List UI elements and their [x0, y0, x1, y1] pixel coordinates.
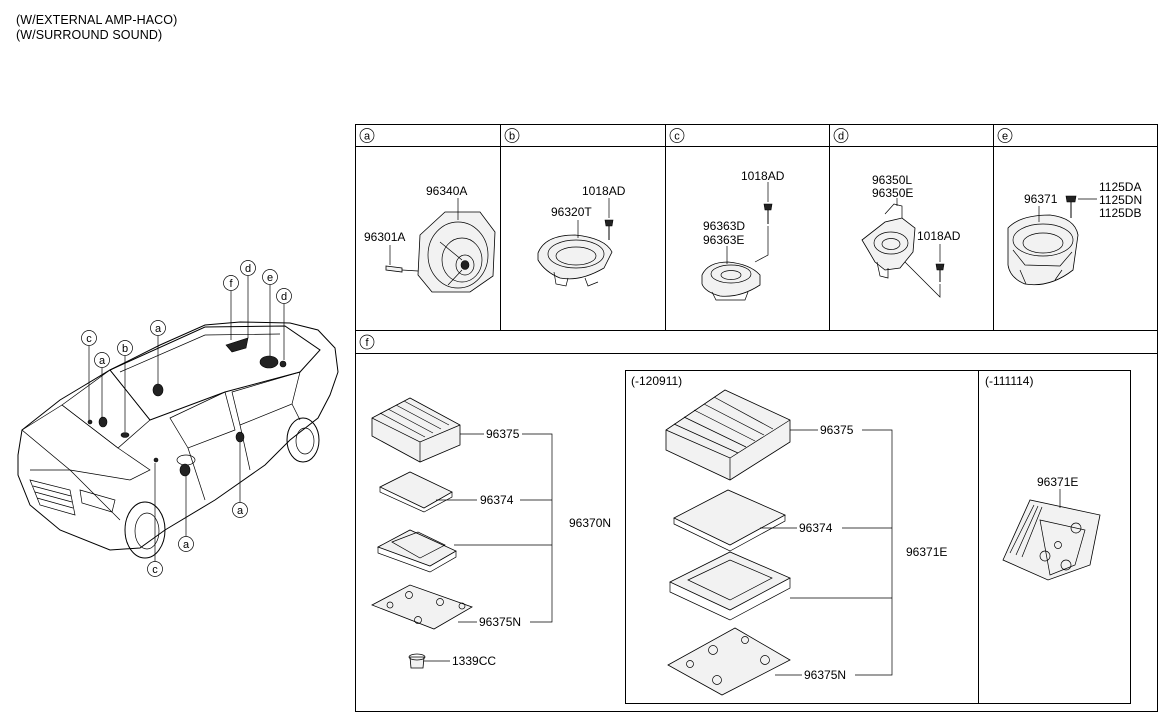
car-illustration	[17, 321, 339, 559]
label-1018AD-b: 1018AD	[582, 184, 626, 198]
label-96371: 96371	[1024, 192, 1058, 206]
parts-table-frame	[355, 124, 1158, 712]
label-1125DB: 1125DB	[1099, 206, 1141, 220]
label-1018AD-c: 1018AD	[741, 169, 785, 183]
car-callout-e: e	[267, 272, 273, 284]
label-96374-left: 96374	[480, 493, 514, 507]
label-96375-mid: 96375	[820, 423, 854, 437]
car-callout-b: b	[122, 343, 128, 355]
speaker-96320T	[537, 234, 613, 280]
car-callout-c2: c	[152, 564, 158, 576]
car-callout-a3: a	[183, 539, 190, 551]
car-callout-f: f	[229, 278, 233, 290]
label-96370N: 96370N	[569, 516, 611, 530]
section-letter-c: c	[674, 131, 680, 143]
label-1339CC: 1339CC	[452, 654, 496, 668]
speaker-spot	[179, 463, 191, 477]
label-96301A: 96301A	[364, 230, 405, 244]
section-f-mid: 96375 96374 96371E 96375N	[665, 389, 947, 696]
label-96375-left: 96375	[486, 427, 520, 441]
amplifier-96375-mid	[665, 389, 791, 481]
label-96374-mid: 96374	[799, 521, 833, 535]
speaker-spot	[153, 457, 159, 463]
section-letter-d: d	[838, 131, 844, 143]
label-1125DN: 1125DN	[1099, 193, 1142, 207]
label-96363E: 96363E	[703, 233, 744, 247]
plate-96375N-mid	[667, 627, 791, 696]
speaker-spot	[98, 416, 108, 428]
speaker-spot	[279, 360, 287, 368]
label-96371E-right: 96371E	[1037, 475, 1078, 489]
label-96350L: 96350L	[872, 173, 912, 187]
bracket-mid	[669, 551, 791, 611]
plate-96375N-left	[371, 584, 473, 630]
section-c: 1018AD 96363D 96363E	[701, 169, 785, 301]
car-callout-d1: d	[245, 263, 251, 275]
section-letters: a b c d e f	[359, 128, 1013, 350]
car-callout-d2: d	[281, 291, 287, 303]
section-letter-f: f	[365, 337, 369, 349]
section-f-right: 96371E	[1002, 475, 1101, 581]
section-d: 96350L 96350E 1018AD	[861, 173, 961, 298]
label-96350E: 96350E	[872, 186, 913, 200]
section-f-left: 96375 96374 96370N 96375N 1339CC	[371, 397, 611, 669]
section-letter-a: a	[364, 131, 371, 143]
section-b: 1018AD 96320T	[537, 184, 626, 287]
speaker-spot	[120, 432, 130, 438]
tweeter-96350	[861, 217, 916, 271]
speaker-96363	[701, 261, 761, 297]
label-96371E-mid: 96371E	[906, 545, 947, 559]
label-96375N-left: 96375N	[479, 615, 521, 629]
label-96340A: 96340A	[426, 184, 467, 198]
amplifier-96371E	[1002, 499, 1101, 581]
section-a: 96340A 96301A	[364, 184, 496, 293]
car-callout-c1: c	[86, 333, 92, 345]
header-line-1: (W/EXTERNAL AMP-HACO)	[16, 13, 178, 27]
speaker-spot	[259, 355, 279, 369]
speaker-spot	[152, 383, 164, 397]
label-96363D: 96363D	[703, 219, 745, 233]
subbox-title-120911: (-120911)	[631, 374, 682, 388]
speaker-spot	[225, 337, 249, 353]
label-1018AD-d: 1018AD	[917, 229, 961, 243]
speaker-spot	[87, 419, 93, 425]
header-line-2: (W/SURROUND SOUND)	[16, 28, 163, 42]
amplifier-96375-left	[371, 397, 461, 463]
section-f-subbox: (-120911) (-111114)	[625, 370, 1131, 704]
grommet-1339CC	[409, 656, 425, 669]
subbox-title-111114: (-111114)	[985, 374, 1033, 388]
section-letter-e: e	[1002, 131, 1008, 143]
section-e: 96371 1125DA 1125DN 1125DB	[1007, 180, 1142, 286]
label-1125DA: 1125DA	[1099, 180, 1141, 194]
section-letter-b: b	[509, 131, 515, 143]
pcb-96374-mid	[673, 489, 786, 546]
screw-96301A	[385, 265, 403, 273]
speaker-spot	[235, 431, 245, 443]
bracket-left	[377, 529, 457, 567]
speaker-96371	[1007, 214, 1079, 286]
car-callouts: c a b a f d e d c a a	[81, 260, 292, 577]
label-96375N-mid: 96375N	[804, 668, 846, 682]
car-callout-a2: a	[155, 323, 162, 335]
car-callout-a1: a	[99, 355, 106, 367]
speaker-96340A	[417, 211, 496, 293]
label-96320T: 96320T	[551, 205, 592, 219]
car-callout-a4: a	[237, 505, 244, 517]
